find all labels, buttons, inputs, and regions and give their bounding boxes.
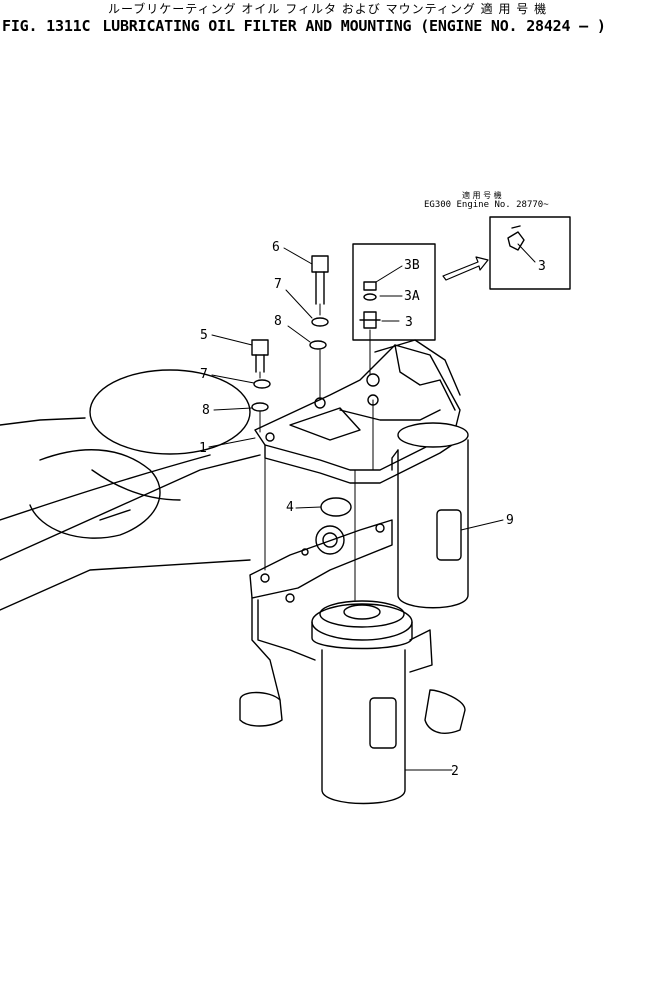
title-japanese: ルーブリケーティング オイル フィルタ および マウンティング 適 用 号 機 [108, 2, 548, 16]
lock-washer-upper [311, 317, 329, 327]
inset-fitting [507, 225, 525, 251]
callout-3a: 3A [404, 289, 420, 304]
figure-title: FIG. 1311C LUBRICATING OIL FILTER AND MOU… [2, 17, 618, 35]
callout-6: 6 [272, 240, 280, 255]
callout-9: 9 [506, 513, 514, 528]
adapter-block [239, 519, 466, 734]
figure-caption: LUBRICATING OIL FILTER AND MOUNTING (ENG… [102, 17, 606, 35]
filter-cartridge-rear [391, 422, 469, 609]
engine-block-outline [0, 369, 261, 611]
callout-3-inset: 3 [538, 259, 546, 274]
flat-washer-lower [251, 402, 269, 412]
leader-lines [208, 243, 536, 771]
callout-2: 2 [451, 764, 459, 779]
callout-7-upper: 7 [274, 277, 282, 292]
bolt-long [311, 255, 329, 305]
applicability-note-english: EG300 Engine No. 28770~ [424, 200, 549, 210]
filter-cartridge-front [311, 600, 413, 805]
o-ring [320, 497, 352, 517]
callout-8-upper: 8 [274, 314, 282, 329]
callout-8-lower: 8 [202, 403, 210, 418]
callout-5: 5 [200, 328, 208, 343]
callout-4: 4 [286, 500, 294, 515]
fitting-detail-box [352, 243, 436, 341]
assembly-lines [259, 303, 374, 601]
callout-3: 3 [405, 315, 413, 330]
direction-arrow [442, 256, 489, 281]
filter-head-bracket [254, 339, 461, 484]
lock-washer-lower [253, 379, 271, 389]
figure-number: FIG. 1311C [2, 17, 91, 35]
bolt-short [251, 339, 269, 373]
fitting-parts [359, 281, 381, 329]
applicability-note-japanese: 適 用 号 機 [462, 191, 502, 200]
inset-detail-box [489, 216, 571, 290]
callout-3b: 3B [404, 258, 420, 273]
callout-7-lower: 7 [200, 367, 208, 382]
callout-1: 1 [199, 441, 207, 456]
flat-washer-upper [309, 340, 327, 350]
